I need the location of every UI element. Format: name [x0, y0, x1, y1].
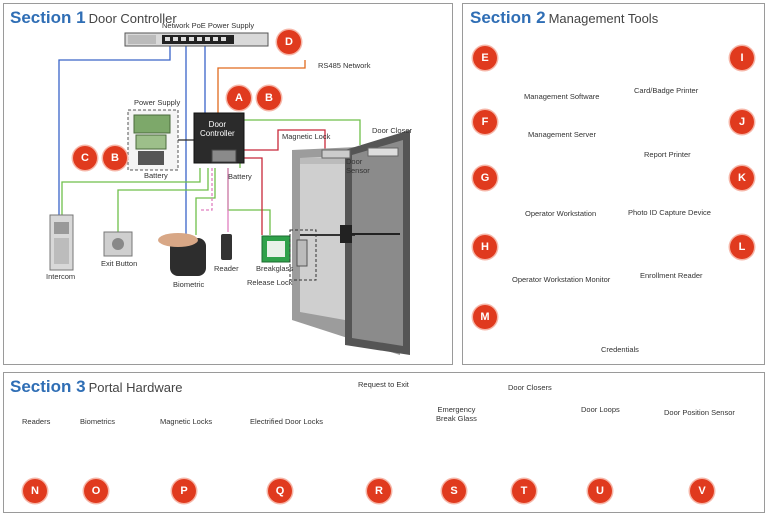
- badge-q: Q: [268, 479, 292, 503]
- intercom-label: Intercom: [46, 272, 76, 281]
- badge-t: T: [512, 479, 536, 503]
- door-controller-battery-label: Battery: [228, 172, 252, 181]
- badge-l: L: [730, 235, 754, 259]
- readers-label: Readers: [22, 417, 51, 426]
- badge-b-power: B: [103, 146, 127, 170]
- badge-g: G: [473, 166, 497, 190]
- wire-green-1: [61, 168, 201, 215]
- badge-e: E: [473, 46, 497, 70]
- wire-red-breakglass: [244, 157, 263, 235]
- badge-h: H: [473, 235, 497, 259]
- badge-u: U: [588, 479, 612, 503]
- card-printer-label: Card/Badge Printer: [634, 86, 699, 95]
- badge-p: P: [172, 479, 196, 503]
- wire-green-2: [117, 168, 209, 232]
- request-to-exit-label: Request to Exit: [358, 380, 409, 389]
- badge-n: N: [23, 479, 47, 503]
- biometrics-label: Biometrics: [80, 417, 116, 426]
- door-frame-graphic: [292, 130, 410, 355]
- electrified-locks-label: Electrified Door Locks: [250, 417, 323, 426]
- badge-i: I: [730, 46, 754, 70]
- section-2-panel: [462, 3, 765, 365]
- door-loops-label: Door Loops: [581, 405, 620, 414]
- magnetic-locks-label: Magnetic Locks: [160, 417, 213, 426]
- badge-j: J: [730, 110, 754, 134]
- operator-monitor-label: Operator Workstation Monitor: [512, 275, 611, 284]
- breakglass-label: Breakglass: [256, 264, 294, 273]
- poe-switch-device: [124, 32, 269, 47]
- credentials-label: Credentials: [601, 345, 639, 354]
- wire-orange-rs485: [217, 60, 306, 113]
- wire-pink: [200, 168, 213, 211]
- badge-r: R: [367, 479, 391, 503]
- mgmt-software-label: Management Software: [524, 92, 600, 101]
- magnetic-lock-label: Magnetic Lock: [282, 132, 331, 141]
- badge-m: M: [473, 305, 497, 329]
- rs485-label: RS485 Network: [318, 61, 371, 70]
- operator-ws-label: Operator Workstation: [525, 209, 597, 218]
- door-closer-label: Door Closer: [372, 126, 413, 135]
- door-controller-label: Door Controller: [200, 120, 235, 138]
- release-lock-label: Release Lock: [247, 278, 293, 287]
- power-supply-label: Power Supply: [134, 98, 181, 107]
- badge-c: C: [73, 146, 97, 170]
- reader-label: Reader: [214, 264, 239, 273]
- badge-b-controller: B: [257, 86, 281, 110]
- badge-k: K: [730, 166, 754, 190]
- badge-a: A: [227, 86, 251, 110]
- power-supply-battery-label: Battery: [144, 171, 168, 180]
- mgmt-server-label: Management Server: [528, 130, 596, 139]
- badge-d: D: [277, 30, 301, 54]
- report-printer-label: Report Printer: [644, 150, 691, 159]
- door-sensor-label: Door Sensor: [346, 157, 370, 175]
- reader-device: [221, 234, 232, 260]
- badge-s: S: [442, 479, 466, 503]
- wire-green-4: [195, 168, 216, 235]
- door-closers-label: Door Closers: [508, 383, 552, 392]
- release-lock-dashed-box: [289, 229, 317, 281]
- biometric-label: Biometric: [173, 280, 205, 289]
- badge-v: V: [690, 479, 714, 503]
- poe-switch-label: Network PoE Power Supply: [162, 21, 255, 30]
- biometric-device: [170, 238, 206, 276]
- badge-f: F: [473, 110, 497, 134]
- enrollment-reader-label: Enrollment Reader: [640, 271, 703, 280]
- wire-red-maglock: [244, 129, 326, 151]
- emergency-break-glass-label: Emergency Break Glass: [436, 405, 477, 423]
- wire-blue-intercom: [58, 45, 171, 215]
- photo-id-label: Photo ID Capture Device: [628, 208, 711, 217]
- exit-button-label: Exit Button: [101, 259, 138, 268]
- badge-o: O: [84, 479, 108, 503]
- door-position-sensor-label: Door Position Sensor: [664, 408, 735, 417]
